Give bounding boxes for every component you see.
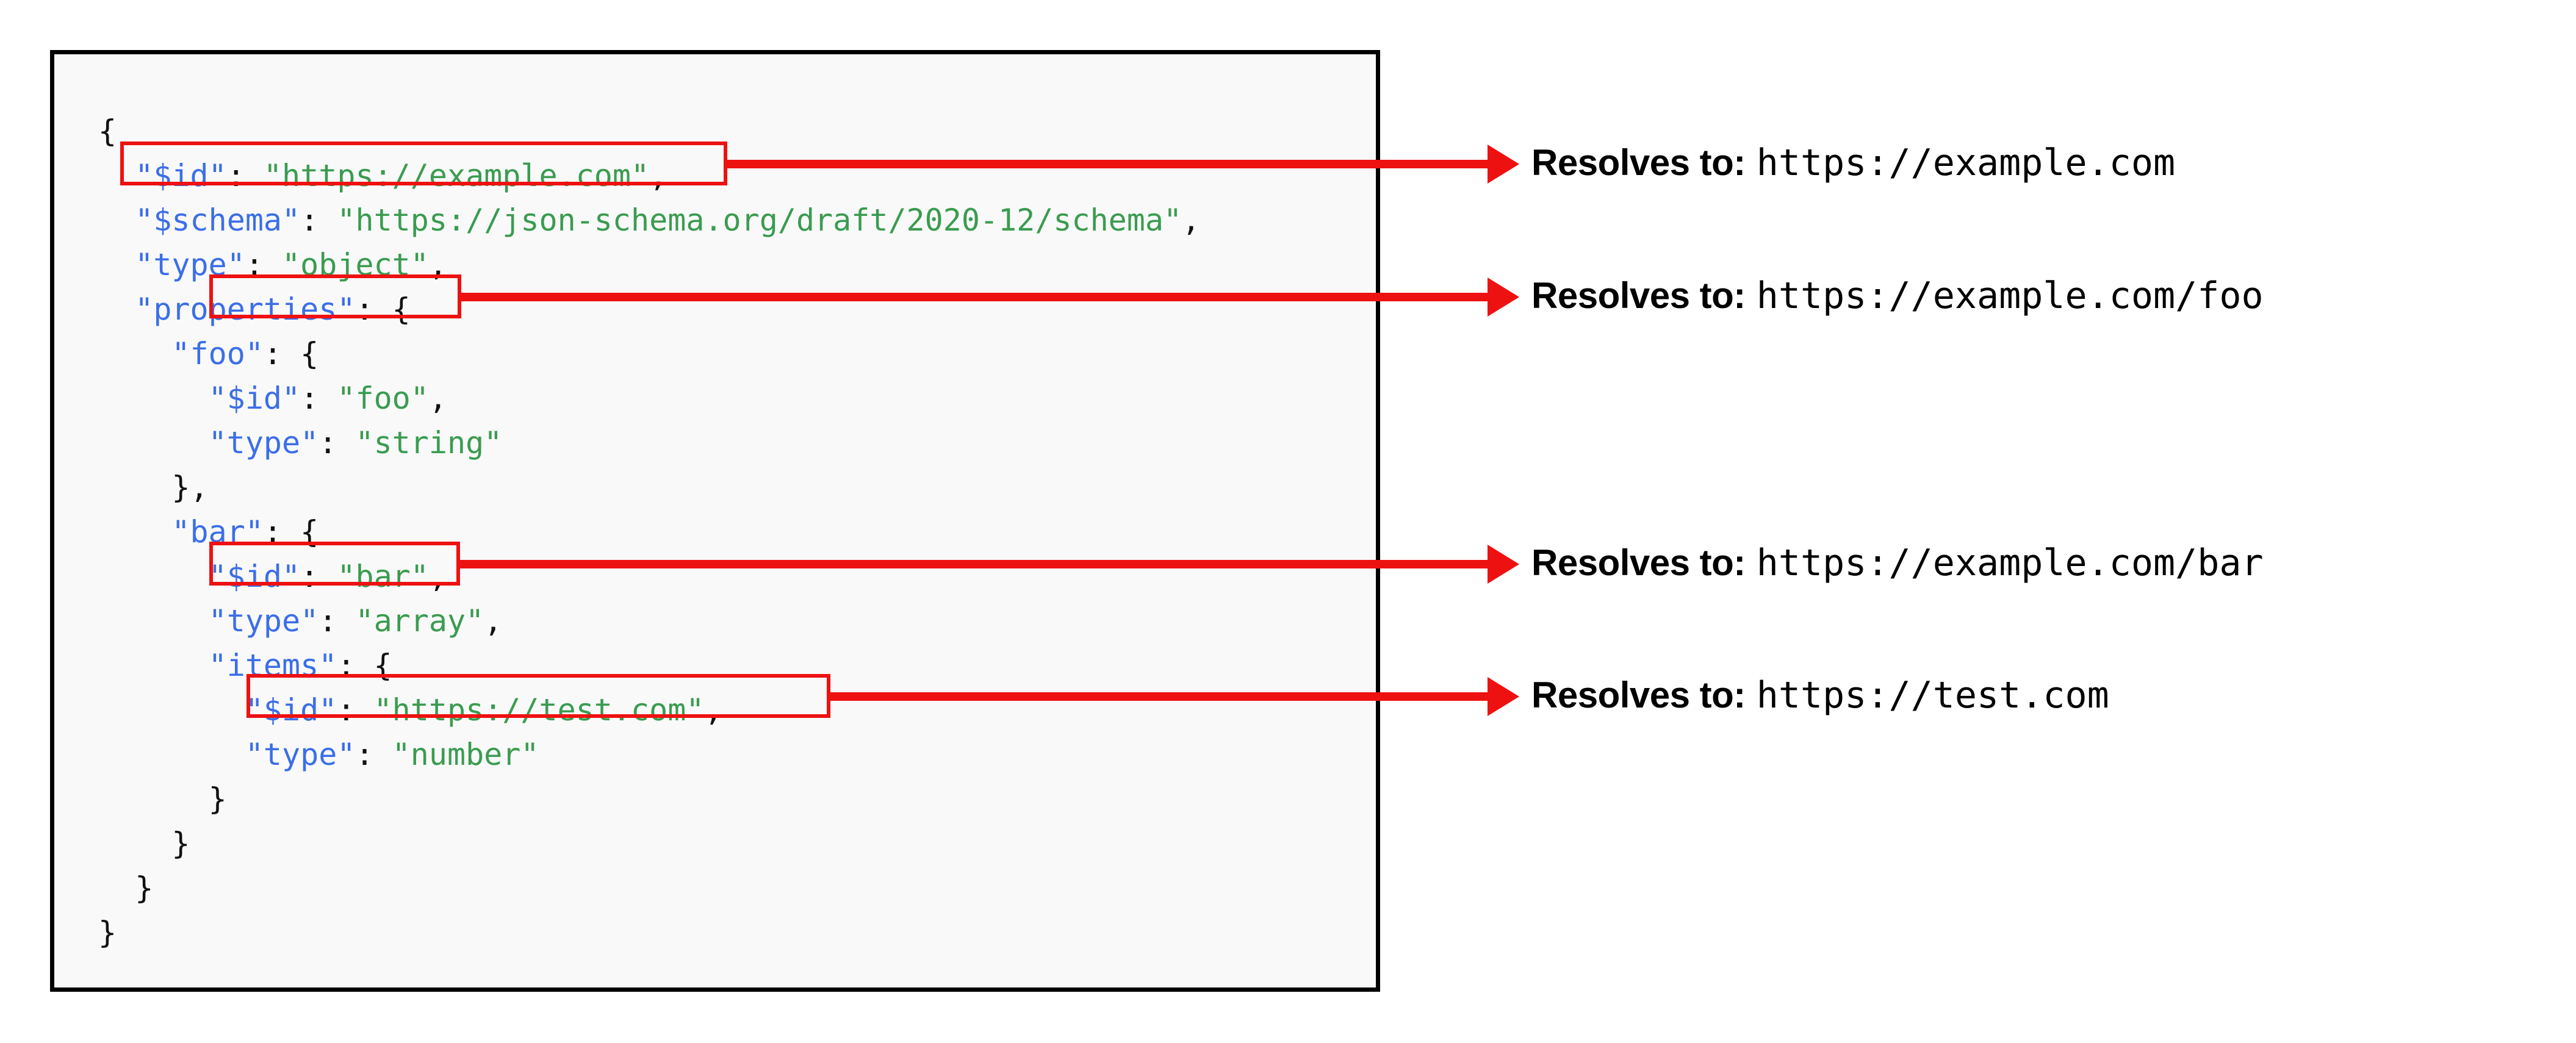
code-token-key: "items" bbox=[208, 648, 337, 683]
code-line: "$id": "https://test.com", bbox=[98, 688, 1200, 733]
code-line: "properties": { bbox=[98, 287, 1200, 332]
code-token-punc: , bbox=[428, 247, 447, 282]
code-line: "type": "array", bbox=[98, 599, 1200, 643]
code-token-punc: , bbox=[428, 381, 447, 416]
annotation-bar: Resolves to:https://example.com/bar bbox=[1531, 542, 2264, 584]
annotation-root: Resolves to:https://example.com bbox=[1531, 142, 2175, 184]
code-token-punc: : bbox=[300, 559, 337, 594]
arrow-to-root-head bbox=[1488, 145, 1519, 184]
code-token-punc: }, bbox=[171, 470, 209, 505]
code-token-punc: : bbox=[300, 203, 337, 238]
code-line: }, bbox=[98, 465, 1200, 510]
code-line: "$id": "bar", bbox=[98, 554, 1200, 599]
code-line: "bar": { bbox=[98, 510, 1200, 554]
code-token-punc: : { bbox=[355, 292, 411, 327]
resolved-uri-value: https://example.com/foo bbox=[1756, 274, 2264, 317]
code-line: "type": "number" bbox=[98, 733, 1200, 777]
code-token-punc: } bbox=[98, 915, 117, 950]
arrow-to-items-shaft bbox=[830, 692, 1488, 701]
code-token-str: "foo" bbox=[337, 381, 429, 416]
resolved-uri-value: https://example.com/bar bbox=[1756, 542, 2264, 584]
code-token-str: "string" bbox=[355, 425, 503, 461]
code-token-key: "$id" bbox=[245, 692, 337, 728]
arrow-to-bar-shaft bbox=[460, 560, 1488, 568]
arrow-to-foo-shaft bbox=[461, 293, 1488, 301]
code-token-str: "https://example.com" bbox=[263, 158, 650, 193]
code-token-punc: , bbox=[484, 603, 503, 639]
code-token-str: "https://json-schema.org/draft/2020-12/s… bbox=[337, 203, 1182, 238]
code-token-key: "type" bbox=[245, 737, 356, 772]
code-token-key: "bar" bbox=[171, 514, 264, 550]
code-token-punc: : bbox=[226, 158, 264, 193]
code-line: } bbox=[98, 822, 1200, 866]
code-token-punc: : bbox=[337, 692, 374, 728]
code-token-key: "type" bbox=[135, 247, 245, 282]
code-line: "$id": "https://example.com", bbox=[98, 154, 1200, 198]
code-token-key: "$id" bbox=[208, 559, 301, 594]
annotation-foo: Resolves to:https://example.com/foo bbox=[1531, 274, 2264, 317]
code-line: } bbox=[98, 777, 1200, 822]
resolves-to-label: Resolves to: bbox=[1531, 542, 1746, 583]
resolves-to-label: Resolves to: bbox=[1531, 275, 1746, 316]
code-token-str: "number" bbox=[392, 737, 539, 772]
code-token-punc: } bbox=[171, 826, 190, 861]
code-token-key: "properties" bbox=[135, 292, 356, 327]
resolved-uri-value: https://test.com bbox=[1756, 674, 2109, 717]
arrow-to-items-head bbox=[1488, 677, 1519, 716]
code-token-str: "object" bbox=[282, 247, 429, 282]
arrow-to-foo-head bbox=[1488, 278, 1519, 317]
code-token-punc: : bbox=[318, 425, 356, 461]
code-line: } bbox=[98, 866, 1200, 911]
code-token-key: "type" bbox=[208, 425, 319, 461]
annotation-items: Resolves to:https://test.com bbox=[1531, 674, 2109, 717]
code-token-punc: , bbox=[649, 158, 668, 193]
arrow-to-bar-head bbox=[1488, 545, 1519, 584]
code-token-punc: : { bbox=[337, 648, 392, 683]
code-line: } bbox=[98, 911, 1200, 955]
code-token-punc: : bbox=[355, 737, 392, 772]
code-token-key: "type" bbox=[208, 603, 319, 639]
resolved-uri-value: https://example.com bbox=[1756, 142, 2176, 184]
code-line: "type": "object", bbox=[98, 243, 1200, 287]
code-line: { bbox=[98, 109, 1200, 154]
code-token-punc: { bbox=[98, 113, 117, 149]
code-token-punc: : { bbox=[263, 336, 319, 371]
code-token-punc: : bbox=[245, 247, 282, 282]
code-token-key: "foo" bbox=[171, 336, 264, 371]
code-token-key: "$schema" bbox=[135, 203, 301, 238]
code-token-str: "https://test.com" bbox=[373, 692, 705, 728]
code-token-key: "$id" bbox=[208, 381, 301, 416]
code-token-punc: : bbox=[318, 603, 356, 639]
json-code-block: { "$id": "https://example.com", "$schema… bbox=[98, 109, 1200, 955]
arrow-to-root-shaft bbox=[727, 160, 1488, 168]
code-token-punc: , bbox=[704, 692, 723, 728]
json-schema-code-panel: { "$id": "https://example.com", "$schema… bbox=[50, 50, 1380, 992]
resolves-to-label: Resolves to: bbox=[1531, 675, 1746, 715]
code-token-str: "array" bbox=[355, 603, 484, 639]
code-token-punc: } bbox=[208, 781, 227, 817]
code-token-str: "bar" bbox=[337, 559, 429, 594]
code-line: "$id": "foo", bbox=[98, 376, 1200, 421]
code-token-punc: : { bbox=[263, 514, 319, 550]
code-token-punc: , bbox=[428, 559, 447, 594]
resolves-to-label: Resolves to: bbox=[1531, 142, 1746, 183]
code-token-key: "$id" bbox=[135, 158, 227, 193]
code-line: "items": { bbox=[98, 643, 1200, 688]
code-line: "type": "string" bbox=[98, 421, 1200, 465]
code-token-punc: } bbox=[135, 870, 154, 906]
code-token-punc: : bbox=[300, 381, 337, 416]
code-line: "$schema": "https://json-schema.org/draf… bbox=[98, 198, 1200, 243]
code-line: "foo": { bbox=[98, 332, 1200, 376]
code-token-punc: , bbox=[1182, 203, 1201, 238]
